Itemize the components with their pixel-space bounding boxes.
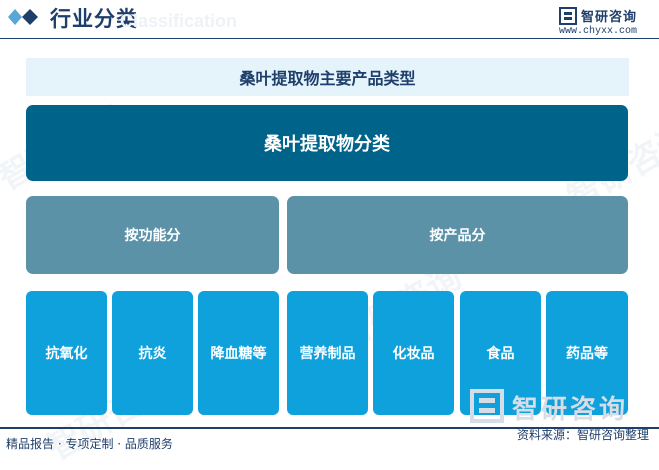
brand-mark-icon	[470, 389, 504, 423]
group-node-product: 按产品分	[287, 196, 628, 274]
brand-mark-icon	[559, 7, 577, 25]
header-diamond-icon	[8, 9, 38, 25]
section-title: 行业分类	[50, 7, 138, 31]
leaf-node-nutrition: 营养制品	[287, 291, 368, 415]
diagram-title: 桑叶提取物主要产品类型	[26, 58, 629, 96]
leaf-node-anti-inflammatory: 抗炎	[112, 291, 193, 415]
leaf-node-medicine: 药品等	[546, 291, 628, 415]
brand-name: 智研咨询	[581, 10, 638, 25]
header-divider	[0, 38, 659, 39]
leaf-node-hypoglycemic: 降血糖等	[198, 291, 279, 415]
footer-divider	[0, 427, 659, 429]
brand-watermark-logo: 智研咨询	[470, 389, 650, 425]
source-note: 资料来源：智研咨询整理	[516, 428, 649, 442]
brand-watermark-text: 智研咨询	[512, 395, 629, 425]
brand-logo: 智研咨询 www.chyxx.com	[559, 6, 649, 40]
footer-tagline: 精品报告 · 专项定制 · 品质服务	[6, 437, 173, 451]
leaf-node-antioxidant: 抗氧化	[26, 291, 107, 415]
root-node: 桑叶提取物分类	[26, 105, 628, 181]
leaf-node-cosmetics: 化妆品	[373, 291, 454, 415]
section-title-english: Classification	[120, 11, 238, 31]
brand-url: www.chyxx.com	[559, 26, 638, 37]
group-node-function: 按功能分	[26, 196, 279, 274]
